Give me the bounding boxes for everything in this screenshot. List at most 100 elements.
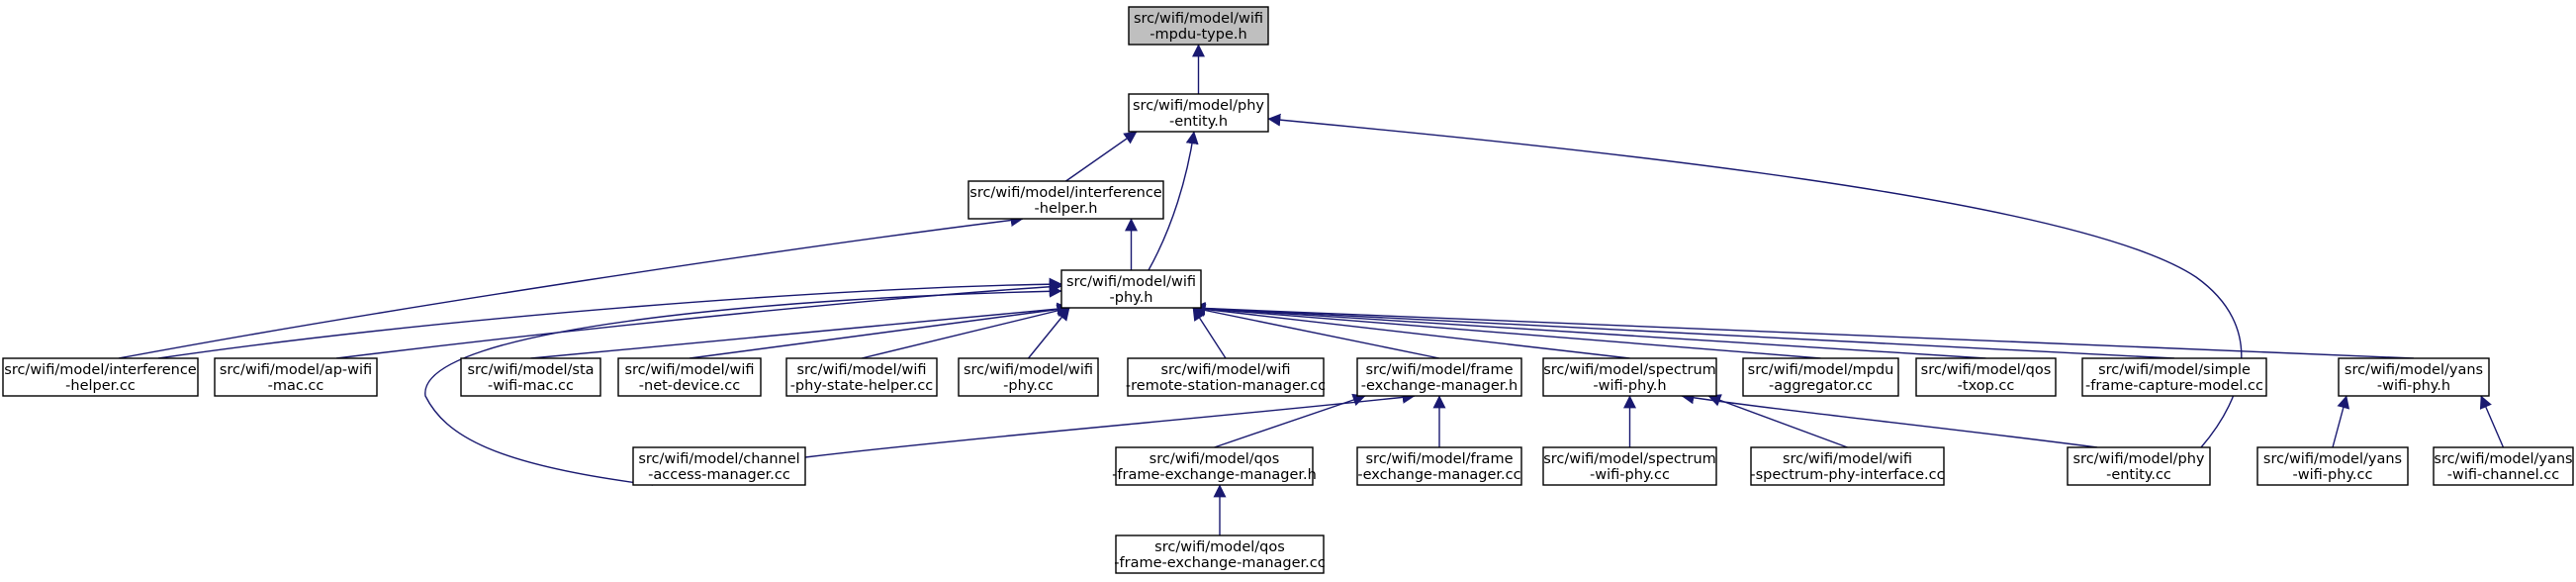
node-label-line: -entity.cc (2106, 467, 2171, 483)
node-label-line: -remote-station-manager.cc (1126, 378, 1326, 394)
node-label-line: src/wifi/model/interference (4, 362, 197, 378)
edge-wifi_remote_station_manager_cc-to-wifi_phy_h (1192, 307, 1227, 359)
node-label-line: -spectrum-phy-interface.cc (1750, 467, 1944, 483)
node-label-line: -wifi-phy.h (1593, 378, 1666, 394)
edge-channel_access_manager_cc-to-frame_exchange_manager_h (804, 390, 1416, 458)
node-interference-helper-h[interactable]: src/wifi/model/interference-helper.h (967, 180, 1164, 220)
node-box (1356, 446, 1522, 486)
node-label-line: src/wifi/model/channel (638, 451, 799, 467)
node-label-line: src/wifi/model/qos (1921, 362, 2052, 378)
node-box (2, 357, 199, 397)
node-label-line: src/wifi/model/qos (1154, 539, 1285, 555)
node-frame-exchange-manager-h[interactable]: src/wifi/model/frame-exchange-manager.h (1356, 357, 1522, 397)
node-wifi-phy-state-helper-cc[interactable]: src/wifi/model/wifi-phy-state-helper.cc (785, 357, 938, 397)
edge-spectrum_wifi_phy_h-to-wifi_phy_h (1192, 302, 1630, 359)
node-simple-frame-capture-model-cc[interactable]: src/wifi/model/simple-frame-capture-mode… (2081, 357, 2267, 397)
edge-mpdu_aggregator_cc-to-wifi_phy_h (1192, 302, 1821, 359)
node-box (460, 357, 601, 397)
edge-wifi_net_device_cc-to-wifi_phy_h (689, 303, 1070, 359)
nodes-layer: src/wifi/model/wifi-mpdu-type.hsrc/wifi/… (2, 6, 2574, 574)
node-qos-frame-exchange-manager-h[interactable]: src/wifi/model/qos-frame-exchange-manage… (1112, 446, 1317, 486)
edge-phy_entity_cc-to-spectrum_wifi_phy_h (1681, 391, 2098, 448)
node-box (2338, 357, 2490, 397)
edge-qos_frame_exchange_manager_h-to-frame_exchange_manager_h (1214, 393, 1366, 448)
node-label-line: -phy.cc (1003, 378, 1054, 394)
node-interference-helper-cc[interactable]: src/wifi/model/interference-helper.cc (2, 357, 199, 397)
node-box (1128, 93, 1269, 133)
node-frame-exchange-manager-cc[interactable]: src/wifi/model/frame-exchange-manager.cc (1356, 446, 1522, 486)
node-label-line: src/wifi/model/mpdu (1748, 362, 1894, 378)
edges-layer (118, 44, 2505, 535)
edge-yans_wifi_phy_h-to-wifi_phy_h (1192, 302, 2415, 359)
node-box (1127, 357, 1325, 397)
edge-interference_helper_cc-to-interference_helper_h (118, 214, 1024, 359)
edge-simple_frame_capture_model_cc-to-wifi_phy_h (1192, 302, 2175, 359)
node-wifi-phy-cc[interactable]: src/wifi/model/wifi-phy.cc (958, 357, 1099, 397)
node-wifi-remote-station-manager-cc[interactable]: src/wifi/model/wifi-remote-station-manag… (1126, 357, 1326, 397)
node-box (785, 357, 938, 397)
node-wifi-spectrum-phy-interface-cc[interactable]: src/wifi/model/wifi-spectrum-phy-interfa… (1750, 446, 1945, 486)
node-wifi-net-device-cc[interactable]: src/wifi/model/wifi-net-device.cc (617, 357, 762, 397)
node-label-line: src/wifi/model/wifi (1066, 274, 1196, 290)
node-box (2433, 446, 2574, 486)
edge-wifi_spectrum_phy_interface_cc-to-spectrum_wifi_phy_h (1707, 394, 1848, 448)
node-box (1115, 534, 1325, 574)
node-ap-wifi-mac-cc[interactable]: src/wifi/model/ap-wifi-mac.cc (214, 357, 378, 397)
node-label-line: -aggregator.cc (1769, 378, 1873, 394)
node-label-line: -helper.cc (65, 378, 136, 394)
node-label-line: -entity.h (1169, 114, 1228, 130)
node-spectrum-wifi-phy-cc[interactable]: src/wifi/model/spectrum-wifi-phy.cc (1542, 446, 1717, 486)
node-channel-access-manager-cc[interactable]: src/wifi/model/channel-access-manager.cc (632, 446, 806, 486)
node-label-line: src/wifi/model/sta (467, 362, 594, 378)
node-label-line: src/wifi/model/wifi (624, 362, 754, 378)
node-label-line: src/wifi/model/spectrum (1543, 362, 1716, 378)
node-box (1115, 446, 1314, 486)
node-mpdu-type-h[interactable]: src/wifi/model/wifi-mpdu-type.h (1128, 6, 1269, 46)
node-mpdu-aggregator-cc[interactable]: src/wifi/model/mpdu-aggregator.cc (1742, 357, 1899, 397)
node-box (1128, 6, 1269, 46)
node-box (1742, 357, 1899, 397)
node-box (2081, 357, 2267, 397)
node-box (2256, 446, 2409, 486)
node-label-line: -frame-exchange-manager.h (1112, 467, 1317, 483)
node-box (2067, 446, 2211, 486)
edge-wifi_phy_h-to-phy_entity_h (1148, 131, 1199, 271)
node-sta-wifi-mac-cc[interactable]: src/wifi/model/sta-wifi-mac.cc (460, 357, 601, 397)
node-wifi-phy-h[interactable]: src/wifi/model/wifi-phy.h (1060, 269, 1202, 309)
edge-yans_wifi_channel_cc-to-yans_wifi_phy_h (2479, 395, 2505, 448)
node-box (1915, 357, 2057, 397)
edge-wifi_phy_cc-to-wifi_phy_h (1027, 307, 1070, 359)
edge-frame_exchange_manager_h-to-wifi_phy_h (1192, 304, 1440, 359)
node-qos-txop-cc[interactable]: src/wifi/model/qos-txop.cc (1915, 357, 2057, 397)
node-label-line: src/wifi/model/yans (2263, 451, 2402, 467)
node-label-line: src/wifi/model/simple (2098, 362, 2251, 378)
node-box (1750, 446, 1945, 486)
node-yans-wifi-phy-cc[interactable]: src/wifi/model/yans-wifi-phy.cc (2256, 446, 2409, 486)
node-box (1542, 357, 1717, 397)
edge-sta_wifi_mac_cc-to-wifi_phy_h (530, 302, 1070, 359)
node-label-line: src/wifi/model/yans (2345, 362, 2483, 378)
node-box (632, 446, 806, 486)
node-box (214, 357, 378, 397)
node-label-line: src/wifi/model/wifi (1134, 11, 1263, 27)
node-phy-entity-h[interactable]: src/wifi/model/phy-entity.h (1128, 93, 1269, 133)
node-box (1356, 357, 1522, 397)
node-qos-frame-exchange-manager-cc[interactable]: src/wifi/model/qos-frame-exchange-manage… (1114, 534, 1326, 574)
node-yans-wifi-channel-cc[interactable]: src/wifi/model/yans-wifi-channel.cc (2433, 446, 2574, 486)
node-label-line: -net-device.cc (639, 378, 740, 394)
node-label-line: src/wifi/model/wifi (964, 362, 1093, 378)
edge-interference_helper_cc-to-wifi_phy_h (157, 277, 1062, 359)
node-label-line: -wifi-phy.h (2377, 378, 2450, 394)
node-spectrum-wifi-phy-h[interactable]: src/wifi/model/spectrum-wifi-phy.h (1542, 357, 1717, 397)
node-yans-wifi-phy-h[interactable]: src/wifi/model/yans-wifi-phy.h (2338, 357, 2490, 397)
node-label-line: -helper.h (1035, 201, 1098, 217)
node-box (1060, 269, 1202, 309)
node-label-line: -exchange-manager.cc (1357, 467, 1520, 483)
node-label-line: -wifi-mac.cc (488, 378, 574, 394)
edge-yans_wifi_phy_cc-to-yans_wifi_phy_h (2332, 395, 2350, 448)
node-box (1542, 446, 1717, 486)
node-label-line: src/wifi/model/yans (2434, 451, 2572, 467)
node-phy-entity-cc[interactable]: src/wifi/model/phy-entity.cc (2067, 446, 2211, 486)
node-label-line: src/wifi/model/frame (1366, 362, 1514, 378)
node-label-line: -mac.cc (268, 378, 324, 394)
